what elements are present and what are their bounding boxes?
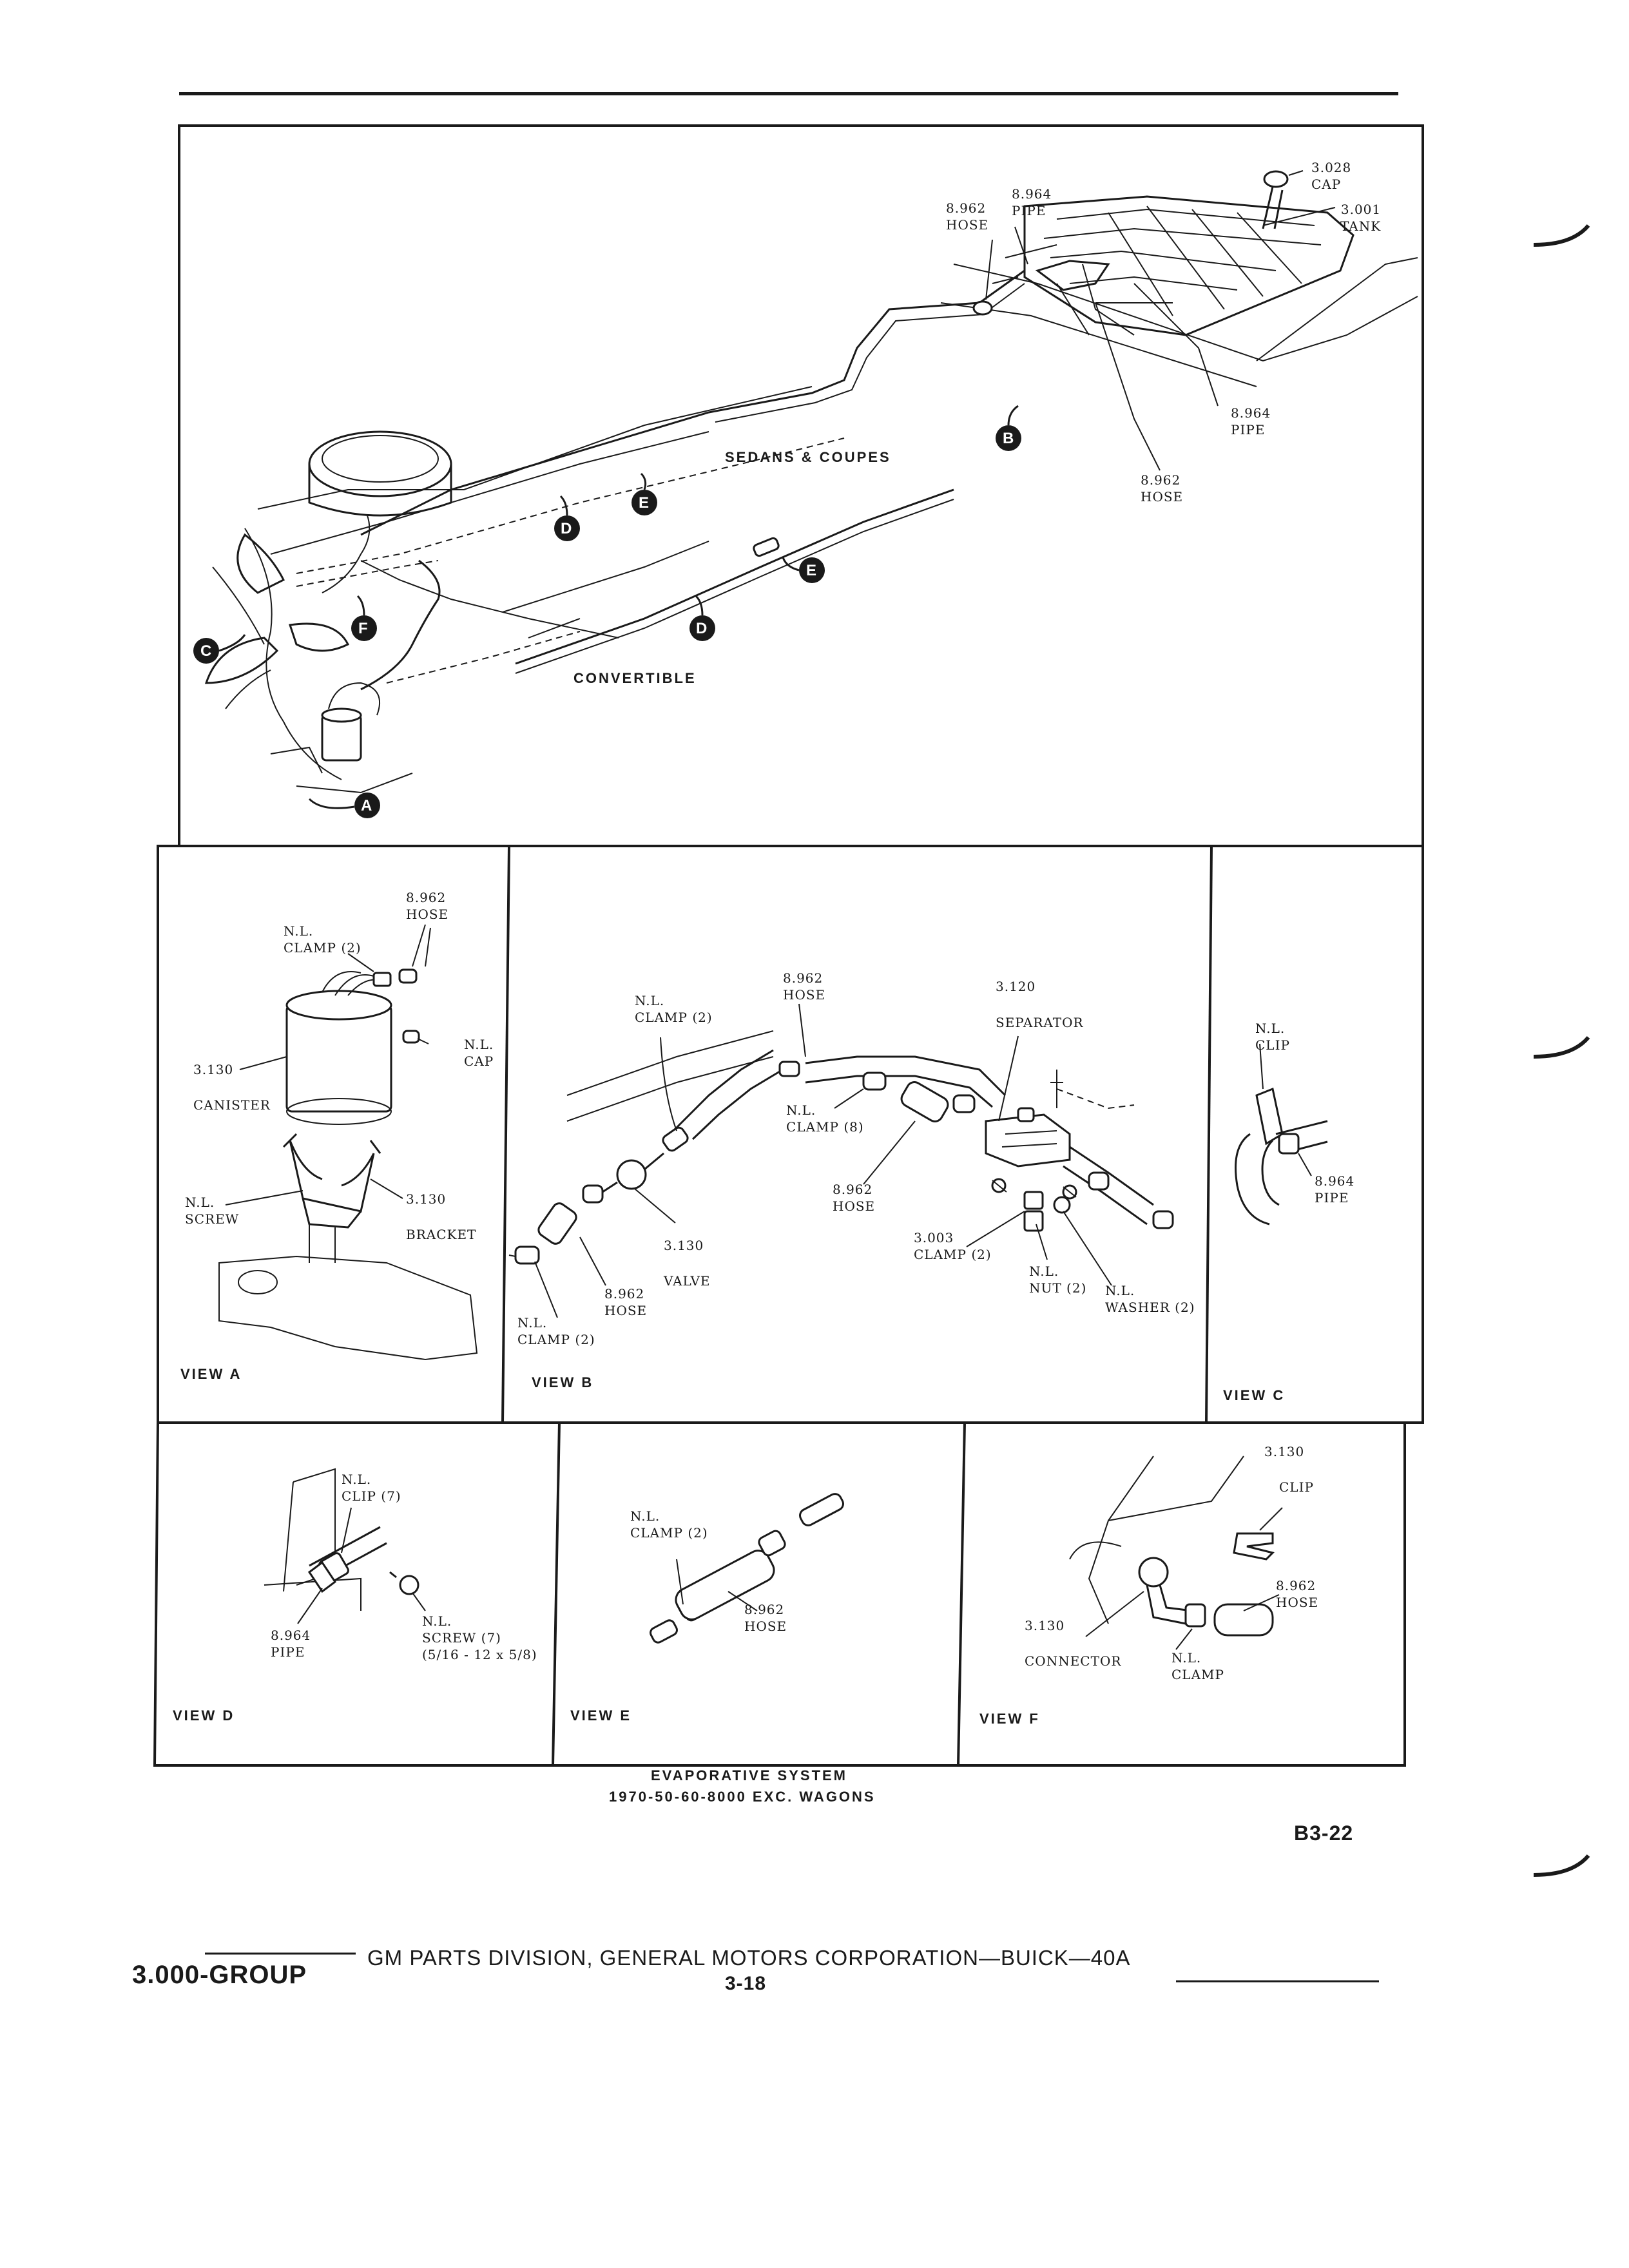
marker-b: B — [1003, 430, 1016, 447]
marker-c: C — [200, 642, 214, 660]
view-f-clip: CLIP — [1279, 1479, 1314, 1495]
view-marker-glyphs — [193, 405, 1021, 818]
binder-marks — [1533, 224, 1590, 1877]
figure-code: B3-22 — [1294, 1821, 1354, 1845]
view-b-drawing — [508, 1003, 1174, 1318]
view-b-nut: N.L.NUT (2) — [1029, 1264, 1087, 1296]
view-a-drawing — [218, 924, 478, 1361]
label-convertible: CONVERTIBLE — [574, 670, 697, 686]
caption-line-1: EVAPORATIVE SYSTEM — [651, 1767, 848, 1783]
view-f-connector-num: 3.130 — [1025, 1618, 1065, 1633]
view-f-drawing — [1069, 1456, 1283, 1650]
footer-division: GM PARTS DIVISION, GENERAL MOTORS CORPOR… — [367, 1946, 1131, 1970]
view-b-separator-num: 3.120 — [996, 979, 1036, 994]
view-a-clamp: N.L.CLAMP (2) — [284, 923, 361, 956]
panel-frames — [153, 124, 1424, 1767]
view-a-bracket: BRACKET — [406, 1227, 477, 1242]
view-f-title: VIEW F — [979, 1711, 1040, 1727]
marker-d-conv: D — [696, 620, 709, 637]
view-b-valve: VALVE — [664, 1273, 711, 1289]
view-a-bracket-num: 3.130 — [406, 1191, 447, 1207]
view-a-canister-num: 3.130 — [193, 1062, 234, 1077]
view-a-title: VIEW A — [180, 1366, 242, 1382]
view-f-clamp: N.L.CLAMP — [1171, 1650, 1224, 1682]
view-b-clamp-mid: N.L.CLAMP (8) — [786, 1102, 864, 1135]
view-c-drawing — [1235, 1043, 1328, 1225]
view-a-screw: N.L.SCREW — [185, 1195, 240, 1227]
view-a-cap: N.L.CAP — [463, 1037, 494, 1069]
view-b-valve-num: 3.130 — [664, 1238, 704, 1253]
view-b-washer: N.L.WASHER (2) — [1105, 1283, 1195, 1315]
marker-e-conv: E — [806, 562, 819, 579]
marker-f: F — [358, 620, 370, 637]
view-d-screw: N.L.SCREW (7)(5/16 - 12 x 5/8) — [422, 1613, 537, 1662]
footer-group: 3.000-GROUP — [132, 1961, 307, 1989]
view-e-drawing — [650, 1493, 844, 1644]
marker-d: D — [561, 520, 574, 537]
view-d-drawing — [264, 1468, 426, 1624]
view-f-connector: CONNECTOR — [1025, 1653, 1122, 1669]
view-e-title: VIEW E — [570, 1707, 632, 1724]
view-b-clamp-top: N.L.CLAMP (2) — [635, 993, 713, 1025]
top-rule — [179, 92, 1398, 95]
view-f-clip-num: 3.130 — [1264, 1444, 1305, 1459]
view-b-separator: SEPARATOR — [996, 1015, 1084, 1030]
view-c-title: VIEW C — [1223, 1387, 1286, 1403]
marker-a: A — [361, 797, 374, 814]
main-leaders — [985, 170, 1336, 471]
view-d-title: VIEW D — [173, 1707, 235, 1724]
marker-e: E — [639, 494, 651, 512]
caption-line-2: 1970-50-60-8000 EXC. WAGONS — [609, 1789, 876, 1805]
label-sedans-coupes: SEDANS & COUPES — [725, 449, 891, 465]
view-e-clamp: N.L.CLAMP (2) — [630, 1508, 708, 1541]
view-d-clip: N.L.CLIP (7) — [342, 1472, 401, 1504]
view-a-canister: CANISTER — [193, 1097, 271, 1113]
footer-page: 3-18 — [725, 1973, 767, 1994]
main-chassis-drawing — [204, 170, 1418, 794]
view-b-title: VIEW B — [532, 1374, 594, 1390]
view-b-clamp-low: N.L.CLAMP (2) — [517, 1315, 595, 1347]
view-c-clip: N.L.CLIP — [1255, 1021, 1290, 1053]
